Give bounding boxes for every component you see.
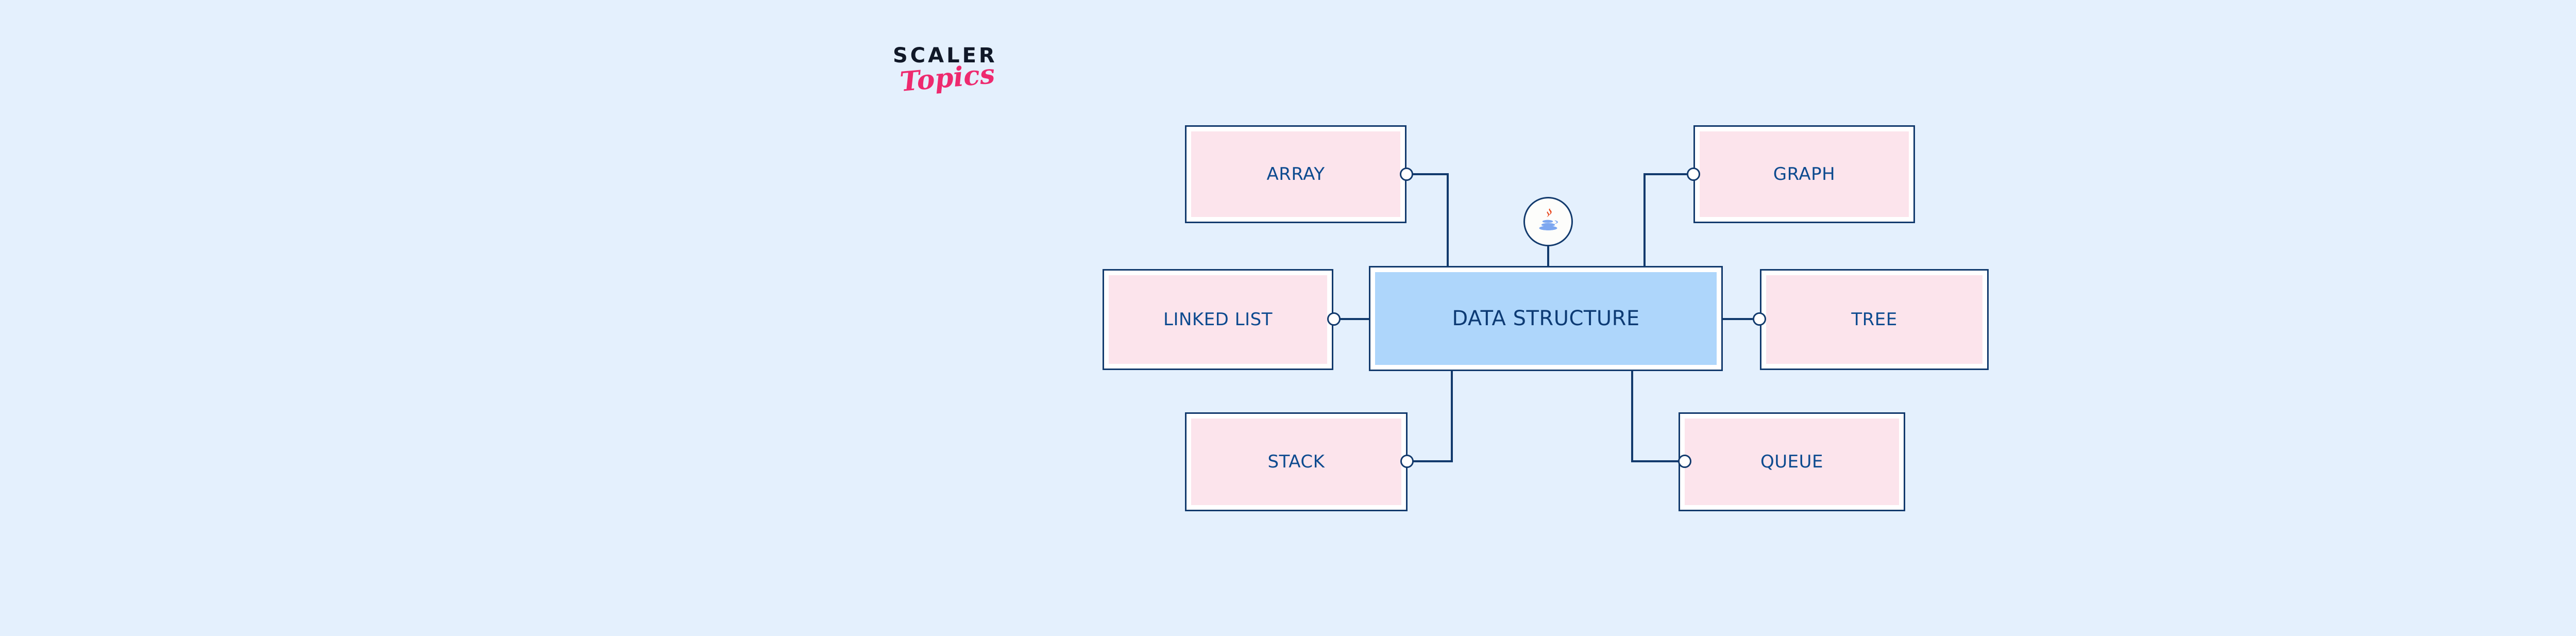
node-data-structure[interactable]: DATA STRUCTURE [1369, 266, 1723, 371]
node-stack-fill: STACK [1191, 419, 1401, 505]
node-tree[interactable]: TREE [1760, 269, 1989, 370]
connector-dot-linked-list [1327, 312, 1341, 326]
wire-queue [1631, 371, 1685, 462]
scaler-topics-logo: SCALER Topics [893, 45, 1027, 128]
logo-wordmark-scaler: SCALER [893, 44, 997, 68]
node-linked-list-fill: LINKED LIST [1109, 275, 1327, 364]
java-icon [1539, 208, 1558, 230]
node-stack[interactable]: STACK [1185, 412, 1408, 511]
node-graph[interactable]: GRAPH [1693, 125, 1915, 223]
connector-dot-array [1400, 168, 1413, 181]
node-data-structure-fill: DATA STRUCTURE [1375, 272, 1717, 365]
wire-array [1406, 173, 1449, 266]
node-tree-fill: TREE [1766, 275, 1982, 364]
wire-stack [1407, 371, 1453, 462]
node-queue[interactable]: QUEUE [1679, 412, 1905, 511]
node-linked-list[interactable]: LINKED LIST [1103, 269, 1333, 370]
wire-graph [1643, 173, 1687, 266]
node-graph-label: GRAPH [1773, 164, 1836, 185]
node-array-label: ARRAY [1266, 164, 1325, 185]
connector-dot-tree [1753, 312, 1766, 326]
connector-dot-graph [1687, 168, 1700, 181]
connector-dot-stack [1400, 455, 1414, 468]
node-array-fill: ARRAY [1191, 131, 1400, 217]
node-queue-label: QUEUE [1760, 451, 1823, 472]
node-stack-label: STACK [1267, 451, 1325, 472]
node-graph-fill: GRAPH [1700, 131, 1909, 217]
node-data-structure-label: DATA STRUCTURE [1452, 307, 1640, 330]
node-linked-list-label: LINKED LIST [1163, 309, 1273, 330]
node-array[interactable]: ARRAY [1185, 125, 1406, 223]
node-tree-label: TREE [1851, 309, 1897, 330]
node-queue-fill: QUEUE [1685, 419, 1899, 505]
java-badge[interactable] [1523, 197, 1573, 246]
connector-dot-queue [1678, 455, 1691, 468]
